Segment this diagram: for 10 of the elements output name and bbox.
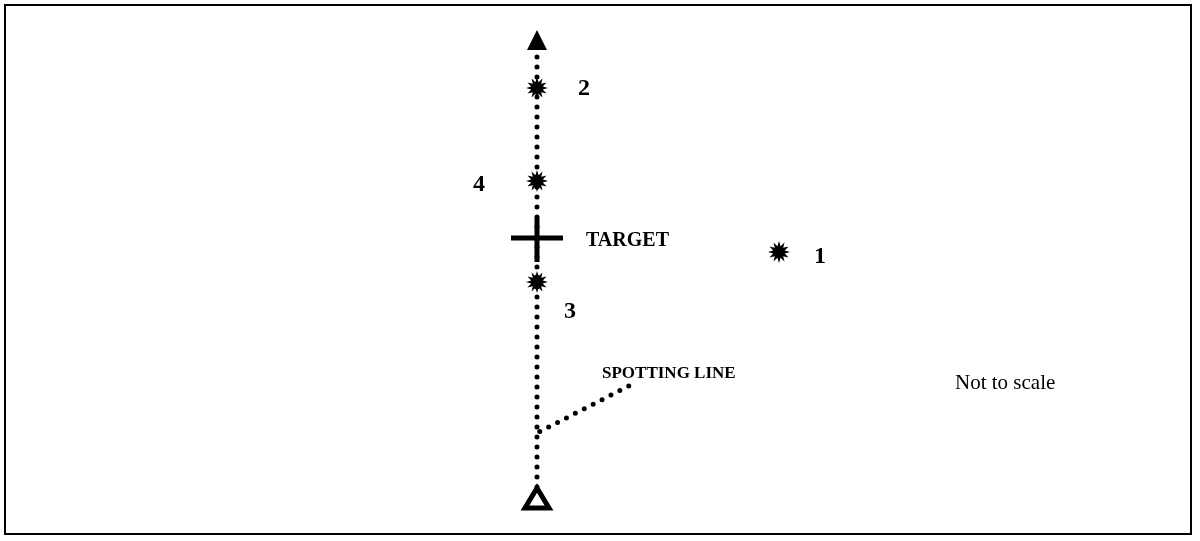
callout-number: 1 bbox=[814, 243, 826, 267]
observer-triangle bbox=[520, 483, 554, 511]
callout-number: 4 bbox=[473, 171, 485, 195]
spotting-line-label: SPOTTING LINE bbox=[602, 364, 736, 381]
target-label: TARGET bbox=[586, 229, 669, 249]
callout-number: 2 bbox=[578, 75, 590, 99]
scale-note: Not to scale bbox=[955, 372, 1056, 393]
leader-line bbox=[536, 383, 632, 435]
spotting-line-arrow bbox=[527, 29, 547, 490]
callout-number: 3 bbox=[564, 298, 576, 322]
